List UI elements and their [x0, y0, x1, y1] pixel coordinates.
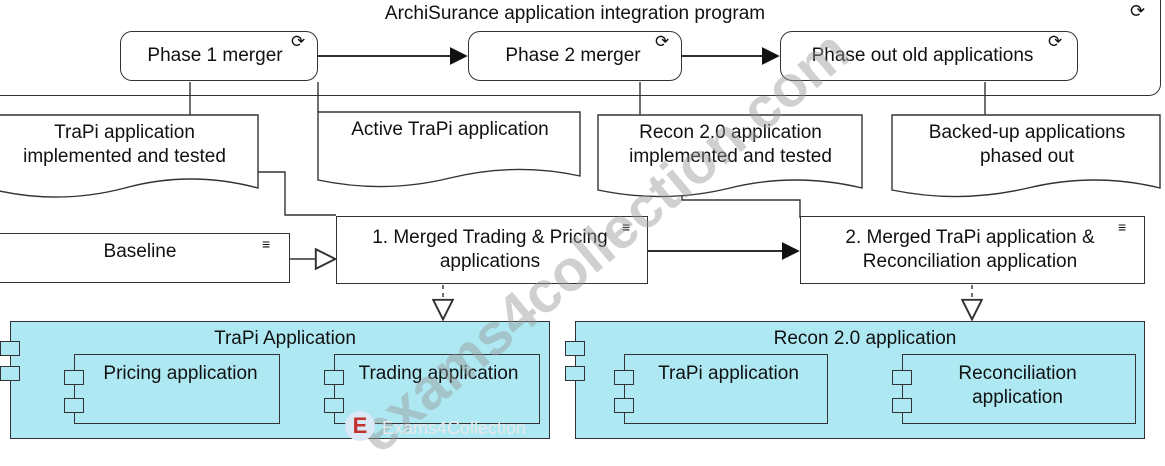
plateau-baseline[interactable]	[0, 233, 290, 283]
watermark-logo-icon: E	[345, 411, 375, 441]
deliverable-shape-3	[597, 114, 863, 198]
deliverable1-to-plateau1	[258, 171, 336, 216]
cycle-icon: ⟳	[1130, 1, 1146, 21]
deliverable-shapes	[0, 111, 1161, 198]
plateau-baseline-label: Baseline	[103, 241, 177, 262]
work-package-phase3[interactable]	[780, 31, 1078, 81]
plateau-1[interactable]	[336, 216, 648, 284]
plateau-1-label: 1. Merged Trading & Pricing applications	[372, 227, 608, 272]
plateau-icon: ≡	[622, 219, 631, 235]
component-reconciliation[interactable]	[902, 354, 1136, 424]
work-package-phase1[interactable]	[120, 31, 318, 81]
component-tab	[892, 370, 912, 385]
component-tab	[0, 341, 20, 356]
cycle-icon: ⟳	[655, 32, 670, 51]
component-trapi-inner[interactable]	[624, 354, 828, 424]
component-tab	[64, 370, 84, 385]
deliverable-shape-2	[317, 111, 581, 188]
plateau-icon: ≡	[1118, 219, 1127, 235]
component-tab	[324, 370, 344, 385]
component-tab	[614, 370, 634, 385]
deliverable-3-label: Recon 2.0 application implemented and te…	[629, 122, 832, 167]
program-frame	[0, 0, 1161, 96]
relationship-lines	[189, 47, 986, 451]
work-package-phase1-label: Phase 1 merger	[147, 45, 283, 66]
program-title: ArchiSurance application integration pro…	[384, 3, 766, 24]
work-package-phase2-label: Phase 2 merger	[505, 45, 641, 66]
component-tab	[614, 398, 634, 413]
deliverable-2-label: Active TraPi application	[351, 119, 549, 140]
component-reconciliation-label: Reconciliation application	[958, 363, 1077, 408]
cycle-icon: ⟳	[291, 32, 306, 51]
component-tab	[0, 366, 20, 381]
plateau-2-label: 2. Merged TraPi application & Reconcilia…	[845, 227, 1095, 272]
component-pricing[interactable]	[74, 354, 280, 424]
component-tab	[565, 366, 585, 381]
deliverable-shape-4	[891, 114, 1161, 198]
deliverable-1-label: TraPi application implemented and tested	[23, 122, 226, 167]
component-trading-label: Trading application	[358, 363, 519, 384]
work-package-phase2[interactable]	[468, 31, 682, 81]
component-tab	[565, 341, 585, 356]
plateau-2[interactable]	[800, 216, 1145, 284]
deliverable-4-label: Backed-up applications phased out	[928, 122, 1126, 167]
component-tab	[892, 398, 912, 413]
component-tab	[324, 398, 344, 413]
cycle-icon: ⟳	[1048, 32, 1063, 51]
component-trapi-label: TraPi Application	[214, 328, 356, 349]
component-recon-label: Recon 2.0 application	[773, 328, 957, 349]
component-trapi-inner-label: TraPi application	[658, 363, 799, 384]
watermark-footer: Exams4Collection	[382, 418, 527, 438]
plateau-icon: ≡	[262, 236, 270, 252]
work-package-phase3-label: Phase out old applications	[811, 45, 1034, 66]
component-trading[interactable]	[334, 354, 540, 424]
component-tab	[64, 398, 84, 413]
component-pricing-label: Pricing application	[103, 363, 258, 384]
deliverable-shape-1	[0, 114, 259, 198]
